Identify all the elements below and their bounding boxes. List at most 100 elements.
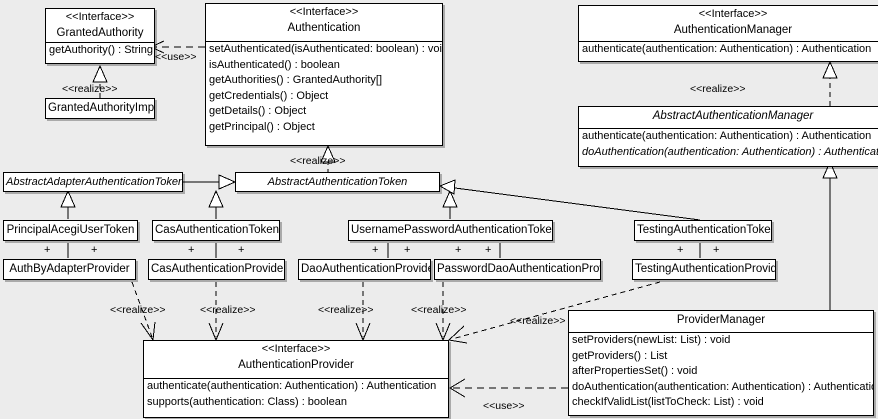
class-provider-manager[interactable]: ProviderManager setProviders(newList: Li… [568, 310, 874, 416]
class-testing-authentication-token[interactable]: TestingAuthenticationToken [634, 220, 772, 241]
multiplicity-marker: + [238, 244, 245, 256]
class-cas-authentication-provider[interactable]: CasAuthenticationProvider [148, 259, 285, 280]
edge-label-realize-granted-authority-impl: <<realize>> [62, 83, 118, 95]
class-name-label: AbstractAuthenticationToken [267, 176, 408, 188]
edge-label-realize-testing-provider: <<realize>> [510, 315, 566, 327]
operation-get-authorities: getAuthorities() : GrantedAuthority[] [209, 74, 383, 87]
class-name-label: GrantedAuthority [56, 27, 144, 39]
class-header: AbstractAdapterAuthenticationToken [4, 173, 182, 191]
operations-compartment: setProviders(newList: List) : void getPr… [569, 332, 873, 417]
multiplicity-marker: + [91, 244, 98, 256]
multiplicity-marker: + [485, 244, 492, 256]
class-header: PasswordDaoAuthenticationProvider [435, 260, 600, 279]
stereotype-label: <<Interface>> [698, 8, 768, 20]
operation-is-authenticated: isAuthenticated() : boolean [209, 58, 340, 71]
class-name-label: DaoAuthenticationProvider [301, 263, 430, 275]
class-header: CasAuthenticationProvider [149, 260, 284, 279]
operation-get-credentials: getCredentials() : Object [209, 89, 329, 102]
class-name-label: Authentication [287, 22, 361, 34]
class-header: PrincipalAcegiUserToken [4, 221, 137, 240]
class-header: ProviderManager [569, 311, 873, 332]
class-principal-acegi-user-token[interactable]: PrincipalAcegiUserToken [3, 220, 138, 241]
class-name-label: AbstractAuthenticationManager [652, 110, 814, 122]
edge-label-use-provider-manager: <<use>> [483, 400, 525, 412]
operation-authenticate: authenticate(authentication: Authenticat… [582, 43, 872, 55]
class-header: UsernamePasswordAuthenticationToken [349, 221, 552, 240]
class-granted-authority[interactable]: <<Interface>> GrantedAuthority getAuthor… [45, 8, 155, 64]
class-name-label: TestingAuthenticationProvider [635, 263, 775, 275]
class-header: TestingAuthenticationToken [635, 221, 771, 240]
edge-label-realize-auth-by-adapter-provider: <<realize>> [110, 304, 166, 316]
operation-supports: supports(authentication: Class) : boolea… [147, 395, 347, 408]
operation-authenticate: authenticate(authentication: Authenticat… [147, 380, 437, 392]
class-authentication-manager[interactable]: <<Interface>> AuthenticationManager auth… [578, 5, 878, 62]
class-header: GrantedAuthorityImpl [46, 99, 154, 118]
class-cas-authentication-token[interactable]: CasAuthenticationToken [152, 220, 280, 241]
multiplicity-marker: + [713, 244, 720, 256]
class-header: <<Interface>> GrantedAuthority [46, 9, 154, 42]
class-name-label: PasswordDaoAuthenticationProvider [437, 263, 600, 275]
class-name-label: AuthByAdapterProvider [9, 263, 130, 275]
class-name-label: TestingAuthenticationToken [637, 224, 771, 236]
edge-label-use-granted-authority: <<use>> [155, 51, 197, 63]
class-name-label: AuthenticationManager [673, 24, 793, 36]
class-auth-by-adapter-provider[interactable]: AuthByAdapterProvider [3, 259, 136, 280]
class-username-password-authentication-token[interactable]: UsernamePasswordAuthenticationToken [348, 220, 553, 241]
operations-compartment: getAuthority() : String [46, 42, 154, 64]
operation-get-principal: getPrincipal() : Object [209, 120, 315, 133]
operation-get-providers: getProviders() : List [572, 349, 668, 362]
operation-set-providers: setProviders(newList: List) : void [572, 334, 731, 346]
operation-get-authority: getAuthority() : String [49, 44, 153, 56]
class-name-label: PrincipalAcegiUserToken [6, 224, 135, 236]
multiplicity-marker: + [188, 244, 195, 256]
operation-get-details: getDetails() : Object [209, 105, 307, 118]
operation-do-authentication: doAuthentication(authentication: Authent… [572, 380, 873, 393]
class-name-label: UsernamePasswordAuthenticationToken [351, 224, 552, 236]
class-password-dao-authentication-provider[interactable]: PasswordDaoAuthenticationProvider [434, 259, 601, 280]
operation-after-properties-set: afterPropertiesSet() : void [572, 365, 698, 378]
class-name-label: AbstractAdapterAuthenticationToken [6, 176, 182, 188]
class-header: AuthByAdapterProvider [4, 260, 135, 279]
operation-do-authentication: doAuthentication(authentication: Authent… [582, 145, 878, 158]
class-name-label: CasAuthenticationToken [155, 224, 279, 236]
class-name-label: GrantedAuthorityImpl [48, 102, 154, 114]
class-granted-authority-impl[interactable]: GrantedAuthorityImpl [45, 98, 155, 119]
edge-label-realize-abstract-authentication-token: <<realize>> [290, 155, 346, 167]
stereotype-label: <<Interface>> [261, 343, 331, 355]
operation-set-authenticated: setAuthenticated(isAuthenticated: boolea… [209, 43, 442, 55]
stereotype-label: <<Interface>> [65, 11, 135, 23]
class-header: AbstractAuthenticationToken [236, 173, 439, 191]
operation-authenticate: authenticate(authentication: Authenticat… [582, 130, 872, 142]
class-abstract-authentication-manager[interactable]: AbstractAuthenticationManager authentica… [578, 106, 878, 167]
operations-compartment: setAuthenticated(isAuthenticated: boolea… [206, 41, 442, 147]
class-name-label: CasAuthenticationProvider [151, 263, 284, 275]
class-header: <<Interface>> Authentication [206, 4, 442, 41]
operations-compartment: authenticate(authentication: Authenticat… [579, 128, 878, 167]
operations-compartment: authenticate(authentication: Authenticat… [579, 41, 878, 62]
class-dao-authentication-provider[interactable]: DaoAuthenticationProvider [298, 259, 431, 280]
stereotype-label: <<Interface>> [289, 6, 359, 18]
edge-label-realize-password-dao-provider: <<realize>> [411, 304, 467, 316]
class-name-label: ProviderManager [676, 314, 766, 326]
class-header: AbstractAuthenticationManager [579, 107, 878, 128]
class-header: CasAuthenticationToken [153, 221, 279, 240]
edge-label-realize-abstract-authentication-manager: <<realize>> [690, 83, 746, 95]
class-header: <<Interface>> AuthenticationManager [579, 6, 878, 41]
operations-compartment: authenticate(authentication: Authenticat… [144, 378, 448, 419]
class-testing-authentication-provider[interactable]: TestingAuthenticationProvider [632, 259, 776, 280]
multiplicity-marker: + [404, 244, 411, 256]
operation-check-if-valid-list: checkIfValidList(listToCheck: List) : vo… [572, 396, 764, 409]
multiplicity-marker: + [372, 244, 379, 256]
class-header: TestingAuthenticationProvider [633, 260, 775, 279]
class-header: <<Interface>> AuthenticationProvider [144, 341, 448, 378]
class-abstract-authentication-token[interactable]: AbstractAuthenticationToken [235, 172, 440, 192]
class-header: DaoAuthenticationProvider [299, 260, 430, 279]
edge-label-realize-dao-provider: <<realize>> [318, 304, 374, 316]
multiplicity-marker: + [677, 244, 684, 256]
class-authentication-provider[interactable]: <<Interface>> AuthenticationProvider aut… [143, 340, 449, 418]
class-name-label: AuthenticationProvider [238, 359, 354, 371]
multiplicity-marker: + [455, 244, 462, 256]
class-abstract-adapter-authentication-token[interactable]: AbstractAdapterAuthenticationToken [3, 172, 183, 192]
class-authentication[interactable]: <<Interface>> Authentication setAuthenti… [205, 3, 443, 146]
